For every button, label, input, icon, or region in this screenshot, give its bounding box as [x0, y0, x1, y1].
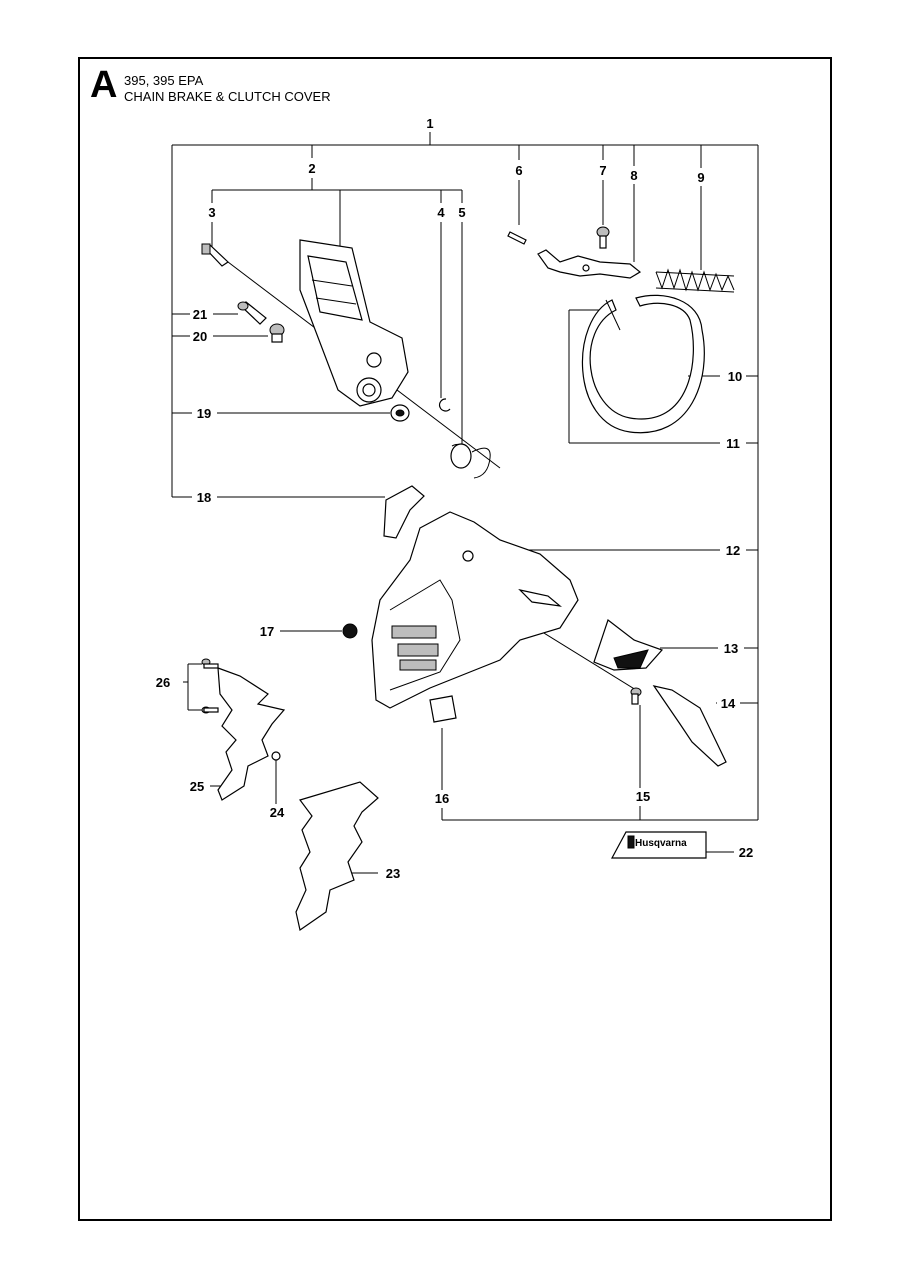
compression-spring [655, 268, 735, 293]
decal-brand-text: Husqvarna [635, 838, 687, 849]
callout-25: 25 [190, 779, 204, 794]
callout-4: 4 [437, 205, 445, 220]
clip-18 [383, 485, 425, 539]
chain-brake-handle [299, 239, 409, 407]
screw-21 [237, 301, 267, 325]
callout-1: 1 [426, 116, 433, 131]
bumper-plate-23 [295, 781, 379, 932]
circlip [438, 398, 451, 412]
callout-3: 3 [208, 205, 215, 220]
callout-numbers: 1 2 3 4 5 6 7 8 9 10 11 12 13 14 15 16 1… [156, 116, 753, 881]
nut-24 [271, 751, 281, 761]
callout-2: 2 [308, 161, 315, 176]
callout-12: 12 [726, 543, 740, 558]
callout-16: 16 [435, 791, 449, 806]
callout-19: 19 [197, 406, 211, 421]
nut-17 [342, 623, 358, 639]
callout-17: 17 [260, 624, 274, 639]
screw-15 [630, 687, 642, 705]
husqvarna-decal: Husqvarna [610, 831, 707, 859]
callout-14: 14 [721, 696, 736, 711]
callout-22: 22 [739, 845, 753, 860]
callout-13: 13 [724, 641, 738, 656]
clutch-cover [371, 511, 579, 709]
callout-21: 21 [193, 307, 207, 322]
callout-8: 8 [630, 168, 637, 183]
callout-26: 26 [156, 675, 170, 690]
callout-6: 6 [515, 163, 522, 178]
guard-plate [593, 619, 664, 671]
screw-7 [596, 226, 610, 249]
callout-9: 9 [697, 170, 704, 185]
callout-23: 23 [386, 866, 400, 881]
callout-7: 7 [599, 163, 606, 178]
section-title: CHAIN BRAKE & CLUTCH COVER [124, 89, 331, 104]
model-numbers: 395, 395 EPA [124, 73, 204, 88]
pivot-pin [201, 243, 229, 267]
callout-18: 18 [197, 490, 211, 505]
brake-lever [537, 249, 642, 279]
screws-26 [201, 658, 219, 714]
bumper-plate-25 [217, 667, 286, 801]
brake-band [581, 294, 705, 434]
leader-lines [171, 132, 759, 874]
callout-24: 24 [270, 805, 285, 820]
chain-catcher [652, 685, 727, 767]
callout-11: 11 [726, 436, 740, 451]
callout-10: 10 [728, 369, 742, 384]
callout-5: 5 [458, 205, 465, 220]
pin-6 [507, 231, 527, 245]
section-letter: A [90, 64, 118, 106]
callout-20: 20 [193, 329, 207, 344]
rubber-block [429, 695, 457, 723]
callout-15: 15 [636, 789, 650, 804]
bushing-19 [390, 404, 410, 422]
spacer-20 [269, 323, 285, 343]
diagram-frame [78, 57, 832, 1221]
brake-spring [450, 443, 491, 479]
